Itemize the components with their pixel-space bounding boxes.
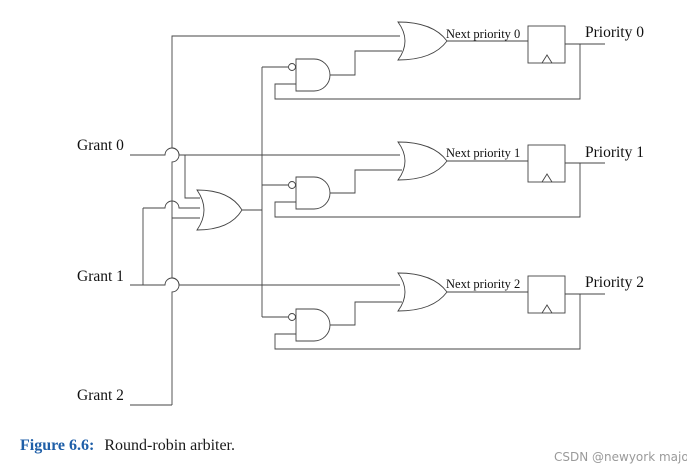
and1-output	[330, 169, 402, 194]
or-gate-0	[397, 21, 448, 61]
or-gate-1	[397, 141, 448, 181]
input-label-grant2: Grant 2	[77, 387, 124, 404]
flip-flop-0	[527, 25, 566, 64]
grant1-wire	[130, 277, 400, 286]
output-label-priority1: Priority 1	[585, 144, 644, 161]
watermark: CSDN @newyork major	[554, 450, 687, 464]
and1-inverter-bubble	[288, 181, 296, 189]
and0-output	[330, 50, 402, 76]
output-label-priority0: Priority 0	[585, 24, 644, 41]
next-priority-label-2: Next priority 2	[446, 277, 520, 291]
and-gate-2	[295, 308, 331, 342]
or-gate-2	[397, 272, 448, 312]
flip-flop-2	[527, 275, 566, 314]
next-priority-label-0: Next priority 0	[446, 27, 520, 41]
grant1-feed-to-or	[143, 200, 200, 209]
input-label-grant1: Grant 1	[77, 268, 124, 285]
flip-flop-1-clock	[541, 173, 553, 183]
grant0-wire	[130, 147, 400, 156]
grant0-feed-to-or	[184, 155, 200, 199]
and2-inverter-bubble	[288, 313, 296, 321]
figure-number: Figure 6.6:	[20, 437, 94, 454]
and-gate-1	[295, 176, 331, 210]
input-label-grant0: Grant 0	[77, 137, 124, 154]
and-gate-0	[295, 58, 331, 92]
flip-flop-0-clock	[541, 54, 553, 64]
next-priority-label-1: Next priority 1	[446, 146, 520, 160]
and2-output	[330, 301, 402, 326]
output-label-priority2: Priority 2	[585, 274, 644, 291]
or-gate-left	[196, 189, 243, 231]
flip-flop-1	[527, 144, 566, 183]
and0-inverter-bubble	[288, 63, 296, 71]
flip-flop-2-clock	[541, 304, 553, 314]
figure-caption-text: Round-robin arbiter.	[104, 437, 235, 454]
figure-caption: Figure 6.6: Round-robin arbiter.	[20, 437, 235, 454]
